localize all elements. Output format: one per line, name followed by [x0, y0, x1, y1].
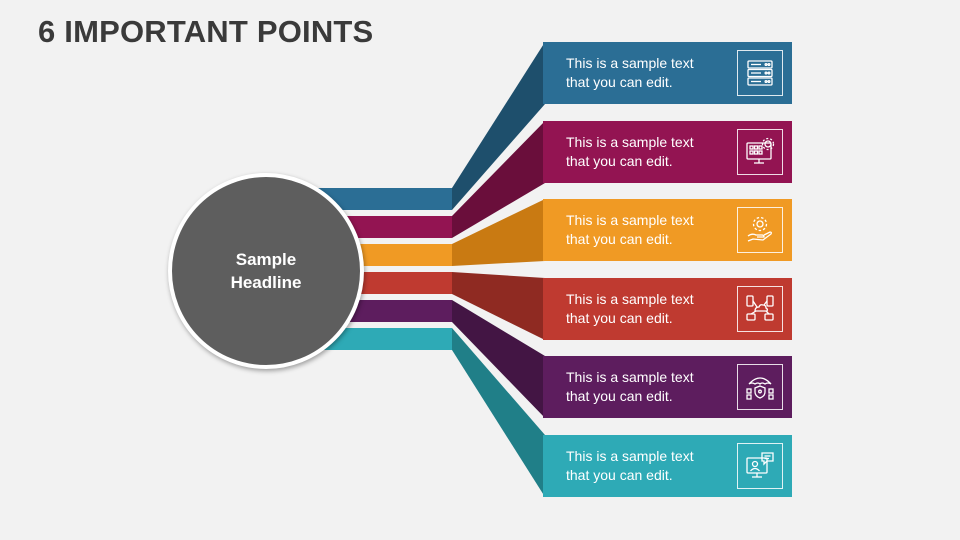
video-chat-icon	[737, 443, 783, 489]
point-box-5: This is a sample text that you can edit.	[543, 356, 792, 418]
ribbon-fan-4	[452, 272, 545, 340]
monitor-gear-icon	[737, 129, 783, 175]
point-text-5: This is a sample text that you can edit.	[566, 368, 716, 406]
point-box-1: This is a sample text that you can edit.	[543, 42, 792, 104]
point-text-6: This is a sample text that you can edit.	[566, 447, 716, 485]
point-1-line1: This is a sample text	[566, 55, 694, 71]
point-4-line2: that you can edit.	[566, 310, 673, 326]
point-5-line1: This is a sample text	[566, 369, 694, 385]
point-text-4: This is a sample text that you can edit.	[566, 290, 716, 328]
ribbon-fan-6	[452, 328, 545, 497]
ribbon-fan-2	[452, 121, 545, 238]
headline-circle: Sample Headline	[168, 173, 364, 369]
ribbon-fan-1	[452, 42, 545, 210]
point-1-line2: that you can edit.	[566, 74, 673, 90]
point-box-6: This is a sample text that you can edit.	[543, 435, 792, 497]
point-box-2: This is a sample text that you can edit.	[543, 121, 792, 183]
server-icon	[737, 50, 783, 96]
point-4-line1: This is a sample text	[566, 291, 694, 307]
ribbon-fan-5	[452, 300, 545, 418]
headline-line1: Sample	[235, 250, 297, 269]
point-2-line2: that you can edit.	[566, 153, 673, 169]
ribbon-fan-3	[452, 199, 545, 266]
point-6-line1: This is a sample text	[566, 448, 694, 464]
headline-line2: Headline	[230, 273, 302, 292]
headline-text: Sample Headline	[211, 248, 321, 294]
hand-gear-icon	[737, 207, 783, 253]
point-5-line2: that you can edit.	[566, 388, 673, 404]
point-box-3: This is a sample text that you can edit.	[543, 199, 792, 261]
point-text-1: This is a sample text that you can edit.	[566, 54, 716, 92]
point-2-line1: This is a sample text	[566, 134, 694, 150]
point-6-line2: that you can edit.	[566, 467, 673, 483]
point-3-line1: This is a sample text	[566, 212, 694, 228]
page-title: 6 IMPORTANT POINTS	[38, 14, 374, 49]
cloud-network-icon	[737, 286, 783, 332]
point-box-4: This is a sample text that you can edit.	[543, 278, 792, 340]
point-text-2: This is a sample text that you can edit.	[566, 133, 716, 171]
point-3-line2: that you can edit.	[566, 231, 673, 247]
umbrella-shield-icon	[737, 364, 783, 410]
point-text-3: This is a sample text that you can edit.	[566, 211, 716, 249]
